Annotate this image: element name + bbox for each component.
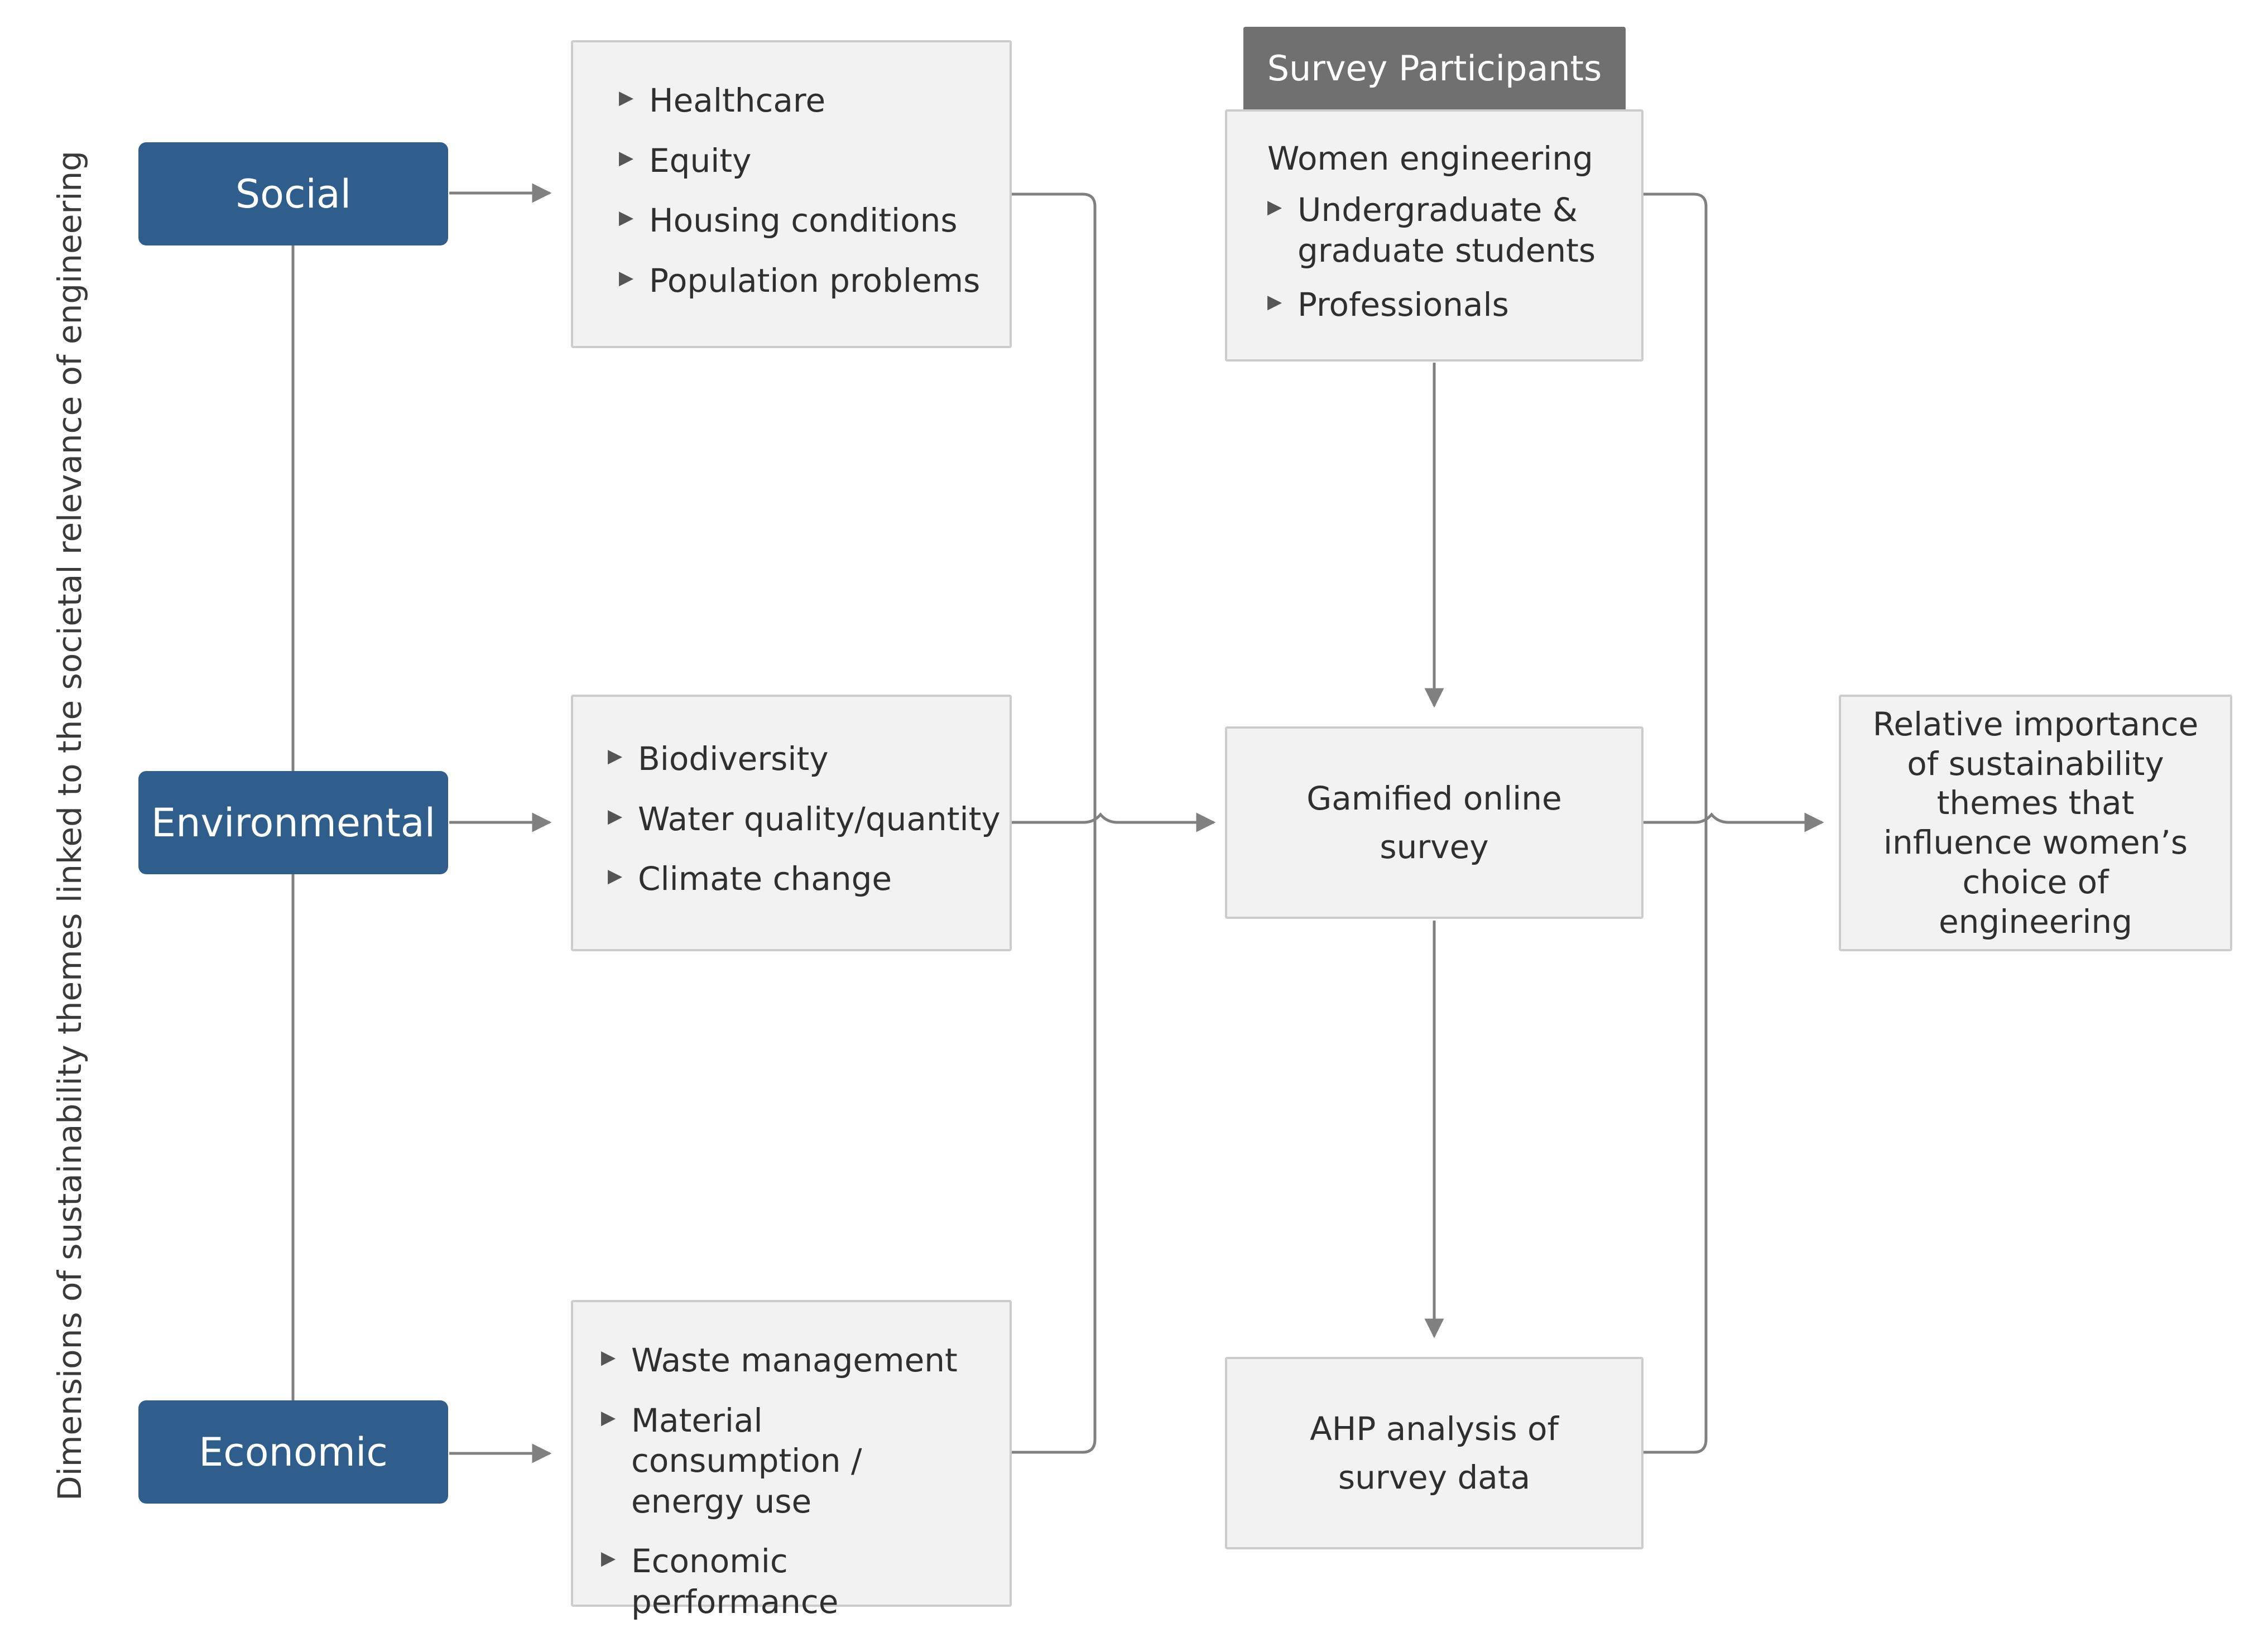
participant-item: Undergraduate & graduate students (1267, 190, 1602, 271)
outcome-box: Relative importance of sustainability th… (1839, 695, 2232, 951)
environmental-themes-list: Biodiversity Water quality/quantity Clim… (608, 739, 1001, 899)
dimension-social: Social (138, 142, 448, 245)
economic-theme-item: Material consumption / energy use (601, 1400, 981, 1522)
social-themes-box: Healthcare Equity Housing conditions Pop… (571, 40, 1012, 348)
dimension-environmental: Environmental (138, 771, 448, 874)
participants-box: Women engineering Undergraduate & gradua… (1225, 109, 1644, 362)
outcome-text: Relative importance of sustainability th… (1872, 705, 2199, 941)
economic-theme-item: Economic performance (601, 1541, 981, 1622)
theme-merge-arrow (1012, 812, 1216, 832)
analysis-box: AHP analysis of survey data (1225, 1357, 1644, 1549)
result-merge-arrow (1644, 812, 1824, 832)
participant-item: Professionals (1267, 285, 1602, 325)
participants-list: Undergraduate & graduate students Profes… (1267, 190, 1602, 325)
economic-themes-box: Waste management Material consumption / … (571, 1300, 1012, 1621)
participants-header: Survey Participants (1243, 27, 1626, 109)
social-theme-item: Healthcare (619, 80, 980, 121)
theme-bracket-line (1012, 192, 1097, 1454)
social-themes-list: Healthcare Equity Housing conditions Pop… (619, 80, 980, 301)
environmental-theme-item: Biodiversity (608, 739, 1001, 779)
environmental-themes-box: Biodiversity Water quality/quantity Clim… (571, 695, 1012, 951)
social-theme-item: Equity (619, 141, 980, 181)
analysis-text: AHP analysis of survey data (1310, 1409, 1559, 1496)
participants-group: Women engineering (1267, 139, 1593, 177)
economic-themes-list: Waste management Material consumption / … (601, 1340, 981, 1622)
social-theme-item: Population problems (619, 261, 980, 301)
result-bracket-line (1644, 192, 1708, 1454)
survey-box: Gamified online survey (1225, 726, 1644, 919)
environmental-theme-item: Water quality/quantity (608, 799, 1001, 840)
survey-text: Gamified online survey (1306, 779, 1562, 866)
social-theme-item: Housing conditions (619, 200, 980, 241)
environmental-theme-item: Climate change (608, 859, 1001, 899)
economic-theme-item: Waste management (601, 1340, 981, 1381)
side-label: Dimensions of sustainability themes link… (51, 151, 89, 1501)
dimension-economic: Economic (138, 1400, 448, 1504)
